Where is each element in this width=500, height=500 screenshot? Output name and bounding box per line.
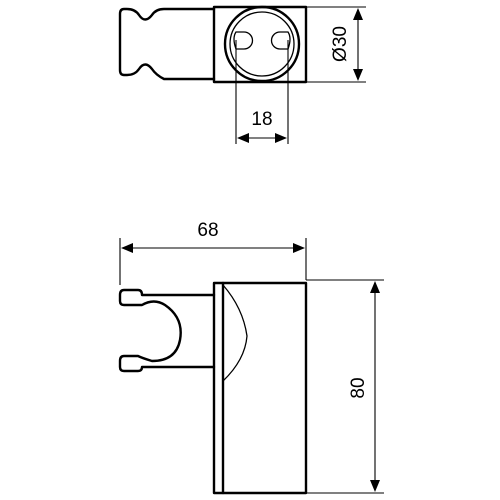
side-view: [118, 281, 308, 495]
diameter-arrow-bottom: [353, 69, 363, 81]
top-view-inner-ring: [229, 11, 295, 77]
top-view: [118, 5, 308, 84]
top-view-outer-ring: [223, 5, 301, 83]
slot-width-label: 18: [251, 109, 272, 130]
width-arrow-left: [121, 243, 133, 253]
dimension-height: 80: [306, 279, 384, 494]
dimension-slot-width: 18: [235, 40, 289, 144]
top-view-clip-outline: [118, 7, 216, 81]
side-view-body: [212, 281, 308, 495]
dimension-diameter: Ø30: [306, 6, 366, 83]
slot-width-arrow-left: [237, 133, 249, 143]
width-arrow-right: [293, 243, 305, 253]
top-view-body: [212, 5, 308, 84]
overall-width-label: 68: [197, 220, 218, 241]
top-view-right-slot: [270, 31, 291, 50]
height-arrow-top: [370, 281, 380, 293]
slot-width-arrow-right: [275, 133, 287, 143]
diameter-label: Ø30: [330, 26, 351, 62]
dimension-overall-width: 68: [119, 220, 307, 285]
height-arrow-bottom: [370, 480, 380, 492]
side-view-bevel: [222, 284, 248, 382]
top-view-left-slot: [233, 31, 254, 50]
diameter-arrow-top: [353, 8, 363, 20]
height-label: 80: [348, 377, 369, 398]
side-view-cradle: [118, 288, 216, 373]
